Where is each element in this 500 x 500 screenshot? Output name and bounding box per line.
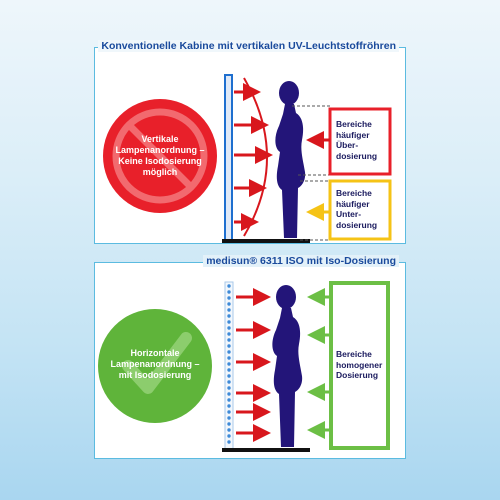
lamp-dot <box>227 386 231 390</box>
no-sign-icon <box>103 99 217 213</box>
horizontal-lamp-note: Horizontale Lampenanordnung – mit Isodos… <box>103 348 207 381</box>
underdose-box <box>328 179 392 241</box>
floor <box>222 448 310 452</box>
note-line: Horizontale <box>130 348 180 358</box>
panel-title: Konventionelle Kabine mit vertikalen UV-… <box>98 40 399 52</box>
floor <box>222 239 310 243</box>
lamp-dot <box>227 368 231 372</box>
note-line: häufiger <box>336 198 370 209</box>
note-line: mit Isodosierung <box>118 370 192 380</box>
vertical-lamp-note: Vertikale Lampenanordnung – Keine Isodos… <box>108 134 212 178</box>
note-line: Lampenanordnung – <box>110 359 200 369</box>
note-line: Unter- <box>336 209 362 219</box>
homogeneous-label: Bereiche homogener Dosierung <box>336 349 382 381</box>
uv-arrows <box>234 83 273 231</box>
note-line: Über- <box>336 140 359 150</box>
guide-lines <box>292 105 332 241</box>
note-line: häufiger <box>336 129 370 140</box>
lamp-dot <box>227 392 231 396</box>
lamp-dot <box>227 374 231 378</box>
lamp-dot <box>227 302 231 306</box>
overdose-box <box>328 107 392 176</box>
checkmark-icon <box>98 309 212 423</box>
lamp-dot <box>227 422 231 426</box>
note-line: Vertikale <box>141 134 179 144</box>
lamp-dot <box>227 296 231 300</box>
note-line: Dosierung <box>336 370 379 380</box>
note-line: homogener <box>336 359 383 370</box>
lamp-dot <box>227 410 231 414</box>
lamp-dot <box>227 350 231 354</box>
note-line: Keine Isodosierung <box>118 156 202 166</box>
lamp-dot <box>227 314 231 318</box>
note-line: Bereiche <box>336 349 372 359</box>
lamp-dot <box>227 434 231 438</box>
lamp-dot <box>227 320 231 324</box>
lamp-dot <box>227 344 231 348</box>
note-line: Bereiche <box>336 119 372 129</box>
panel-title: medisun® 6311 ISO mit Iso-Dosierung <box>203 255 399 267</box>
uv-arrows <box>236 288 271 442</box>
lamp-dot <box>227 398 231 402</box>
intensity-arc <box>243 77 268 237</box>
lamp-dot <box>227 356 231 360</box>
lamp-dots <box>227 284 231 444</box>
homogeneous-box <box>329 281 390 450</box>
lamp-dot <box>227 362 231 366</box>
note-line: dosierung <box>336 150 378 161</box>
lamp-dot <box>227 380 231 384</box>
human-silhouette <box>275 81 306 238</box>
human-silhouette <box>272 285 303 447</box>
lamp-dot <box>227 338 231 342</box>
lamp-dot <box>227 326 231 330</box>
note-line: möglich <box>142 167 178 177</box>
note-line: Lampenanordnung – <box>115 145 205 155</box>
lamp-dot <box>227 416 231 420</box>
lamp-dot <box>227 332 231 336</box>
overdose-label: Bereiche häufiger Über- dosierung <box>336 119 377 161</box>
underdose-label: Bereiche häufiger Unter- dosierung <box>336 188 377 230</box>
lamp-dot <box>227 440 231 444</box>
lamp-dot <box>227 308 231 312</box>
note-line: dosierung <box>336 219 378 230</box>
green-arrows <box>307 288 331 439</box>
lamp-dot <box>227 284 231 288</box>
vertical-lamp-tube <box>224 74 233 241</box>
lamp-dot <box>227 428 231 432</box>
lamp-dot <box>227 290 231 294</box>
note-line: Bereiche <box>336 188 372 198</box>
lamp-dot <box>227 404 231 408</box>
